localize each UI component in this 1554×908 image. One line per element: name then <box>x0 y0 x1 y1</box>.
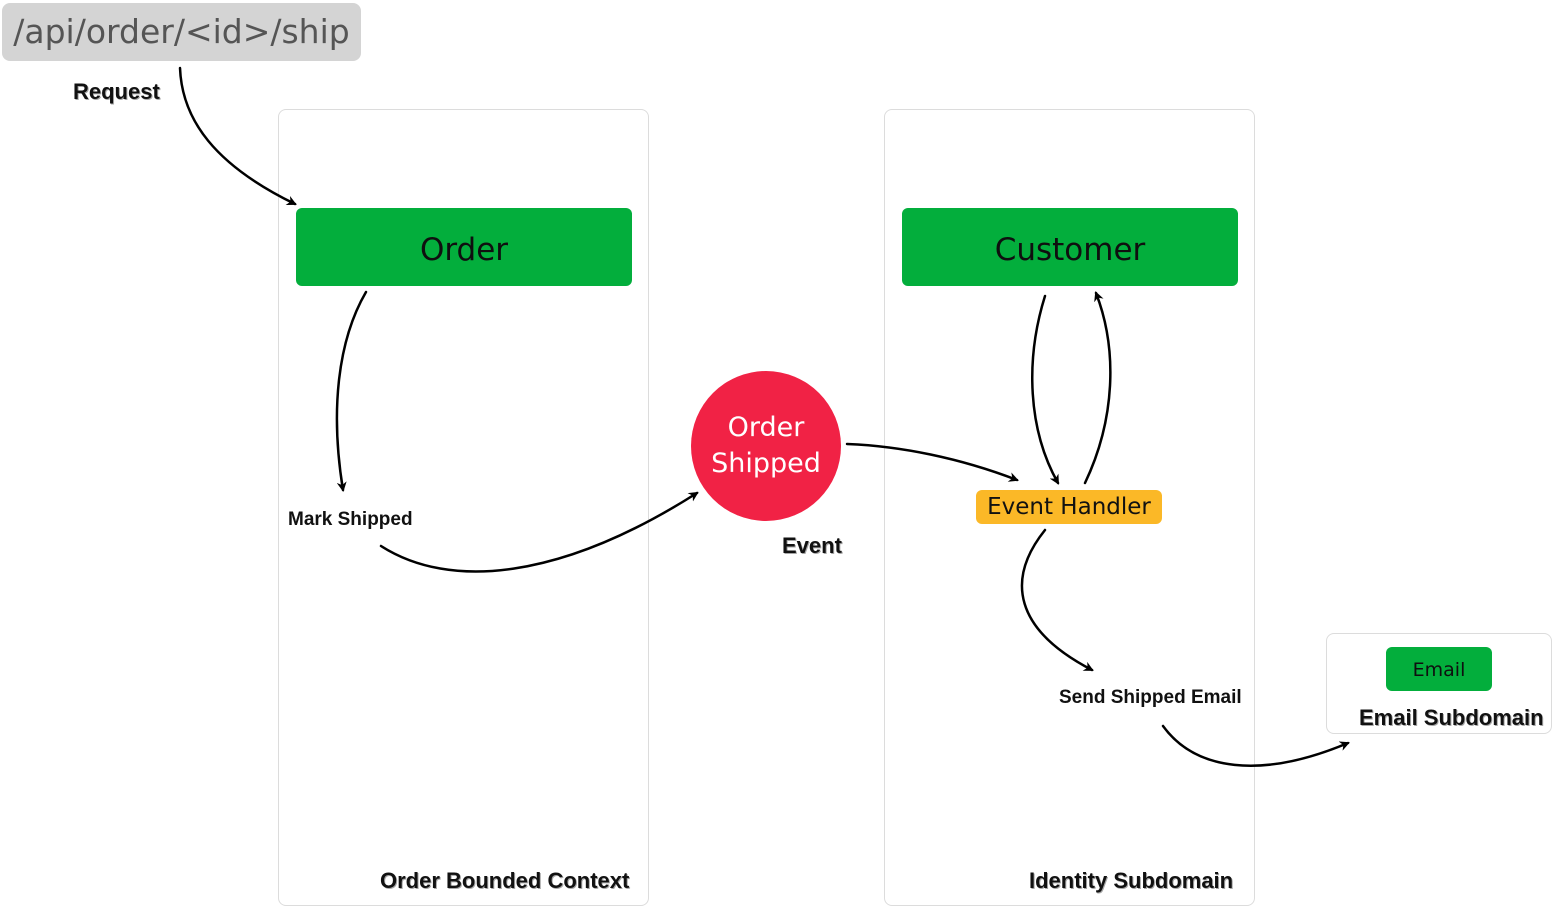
send-shipped-email-label: Send Shipped Email <box>1059 687 1242 708</box>
request-label: Request <box>73 79 160 104</box>
mark-shipped-label: Mark Shipped <box>288 509 413 530</box>
email-subdomain-title: Email Subdomain <box>1359 705 1544 730</box>
email-entity: Email <box>1386 647 1492 691</box>
order-shipped-event: Order Shipped <box>691 371 841 521</box>
order-entity: Order <box>296 208 632 286</box>
event-label: Event <box>782 533 842 558</box>
event-handler: Event Handler <box>976 490 1162 524</box>
api-endpoint-box: /api/order/<id>/ship <box>2 3 361 61</box>
customer-entity: Customer <box>902 208 1238 286</box>
identity-subdomain-title: Identity Subdomain <box>1029 868 1234 893</box>
order-bounded-context-title: Order Bounded Context <box>380 868 630 893</box>
